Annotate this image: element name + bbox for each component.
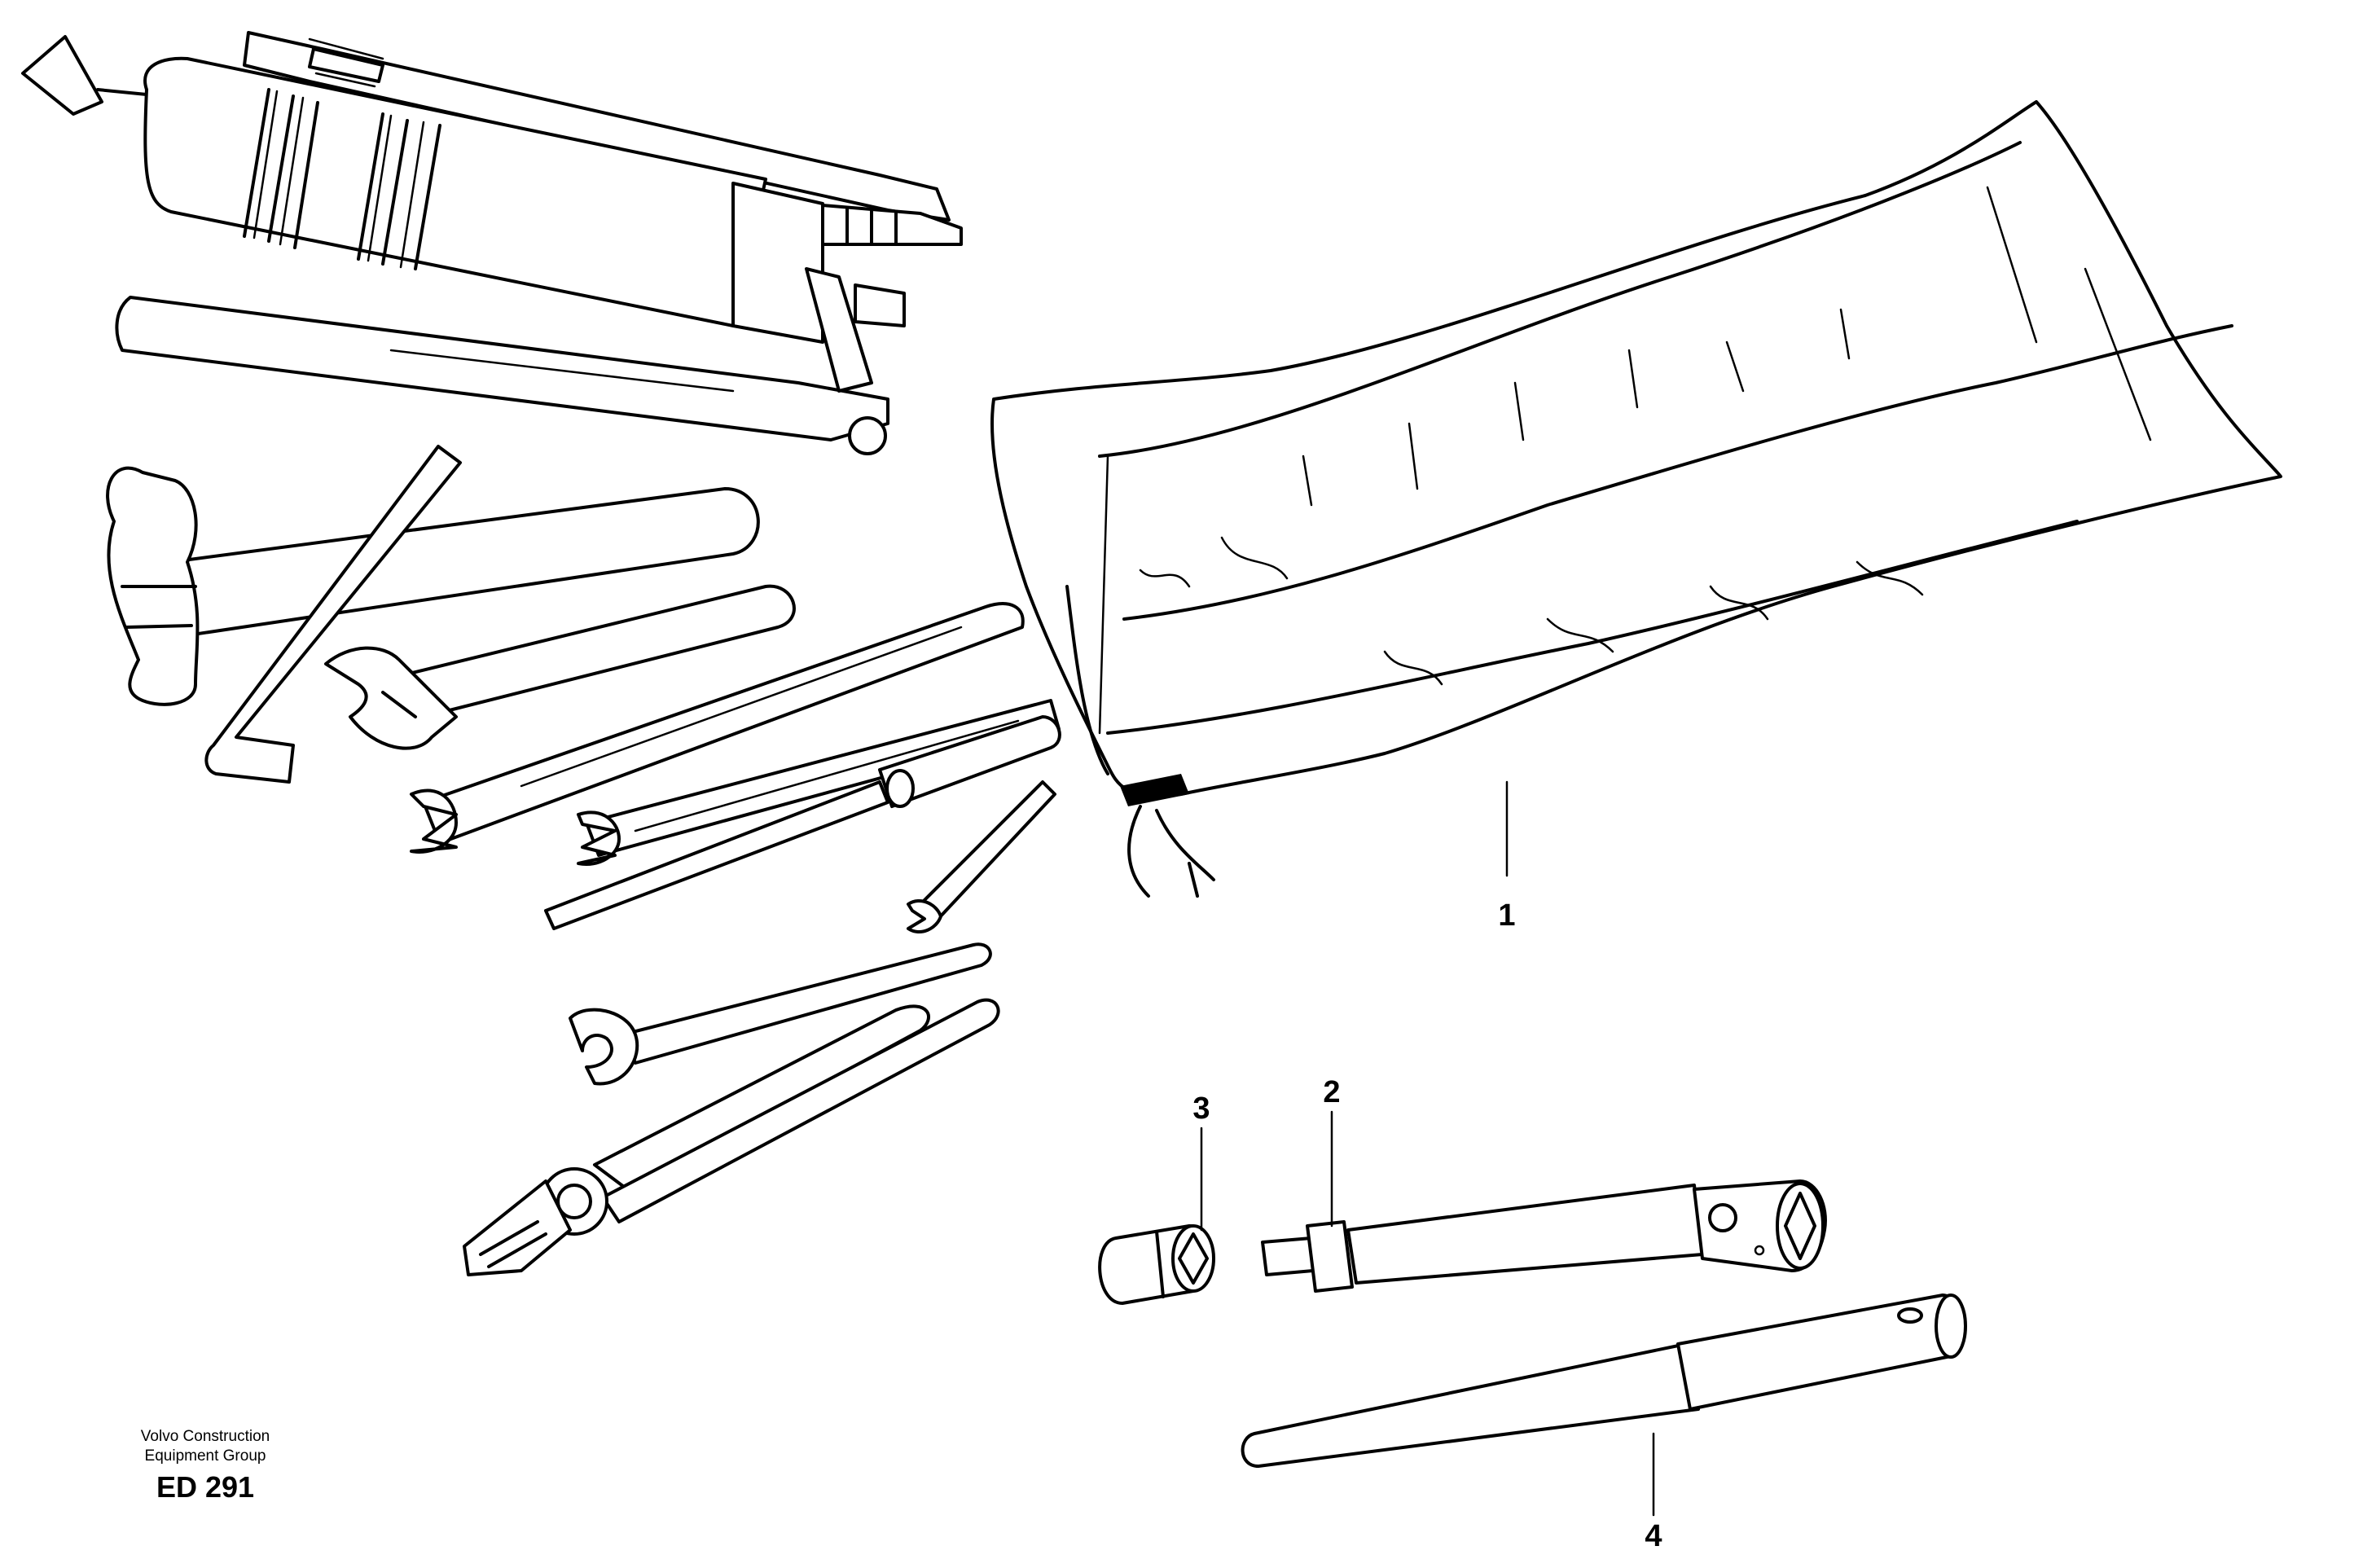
tool-bag [990,100,2282,898]
combination-wrench-upper [410,602,1025,854]
callout-4: 4 [1645,1519,1662,1553]
small-open-wrench [907,780,1056,933]
callout-2: 2 [1323,1075,1341,1109]
socket [1098,1224,1215,1305]
screwdriver [544,715,1061,930]
credit-line-2: Equipment Group [144,1447,266,1465]
hex-key [204,445,462,784]
tommy-bar [1241,1293,1967,1468]
pliers [463,998,1000,1276]
open-end-wrench [569,942,992,1086]
callout-3: 3 [1192,1091,1210,1126]
extension-bar [1261,1179,1827,1293]
callout-1: 1 [1498,898,1516,933]
credit-line-1: Volvo Construction [140,1428,270,1445]
drawing-code: ED 291 [156,1470,255,1504]
callout-leaders [1200,780,1655,1517]
grease-gun [21,31,963,455]
publisher-credit: Volvo Construction Equipment Group ED 29… [141,1427,270,1505]
adjustable-wrench [324,584,796,750]
